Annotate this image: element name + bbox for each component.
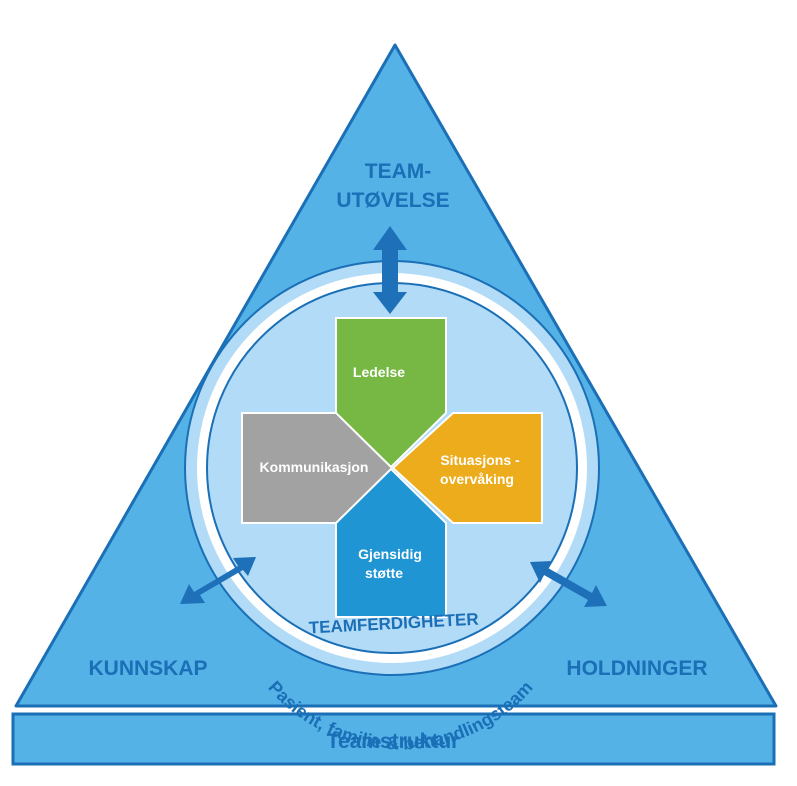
- skill-communication-label: Kommunikasjon: [260, 459, 369, 475]
- skill-support-label-line2: støtte: [365, 565, 403, 581]
- top-double-arrow: [373, 226, 407, 314]
- right-double-arrow: [530, 561, 607, 607]
- skill-leadership-label: Ledelse: [353, 364, 405, 380]
- skill-support-label-line1: Gjensidig: [358, 546, 422, 562]
- top-label-line2: UTØVELSE: [336, 189, 449, 212]
- base-bar: [11, 712, 776, 766]
- skill-situation-label-line2: overvåking: [440, 471, 514, 487]
- skill-situation-label-line1: Situasjons -: [440, 452, 520, 468]
- base-label: Teamstruktur: [327, 730, 460, 753]
- left-double-arrow: [180, 557, 256, 604]
- left-label: KUNNSKAP: [88, 657, 207, 680]
- right-label: HOLDNINGER: [566, 657, 707, 680]
- skill-support-shape: [335, 467, 447, 618]
- skill-situation-shape: [391, 412, 543, 524]
- skill-leadership-shape: [335, 317, 447, 469]
- top-label-line1: TEAM-: [365, 160, 432, 183]
